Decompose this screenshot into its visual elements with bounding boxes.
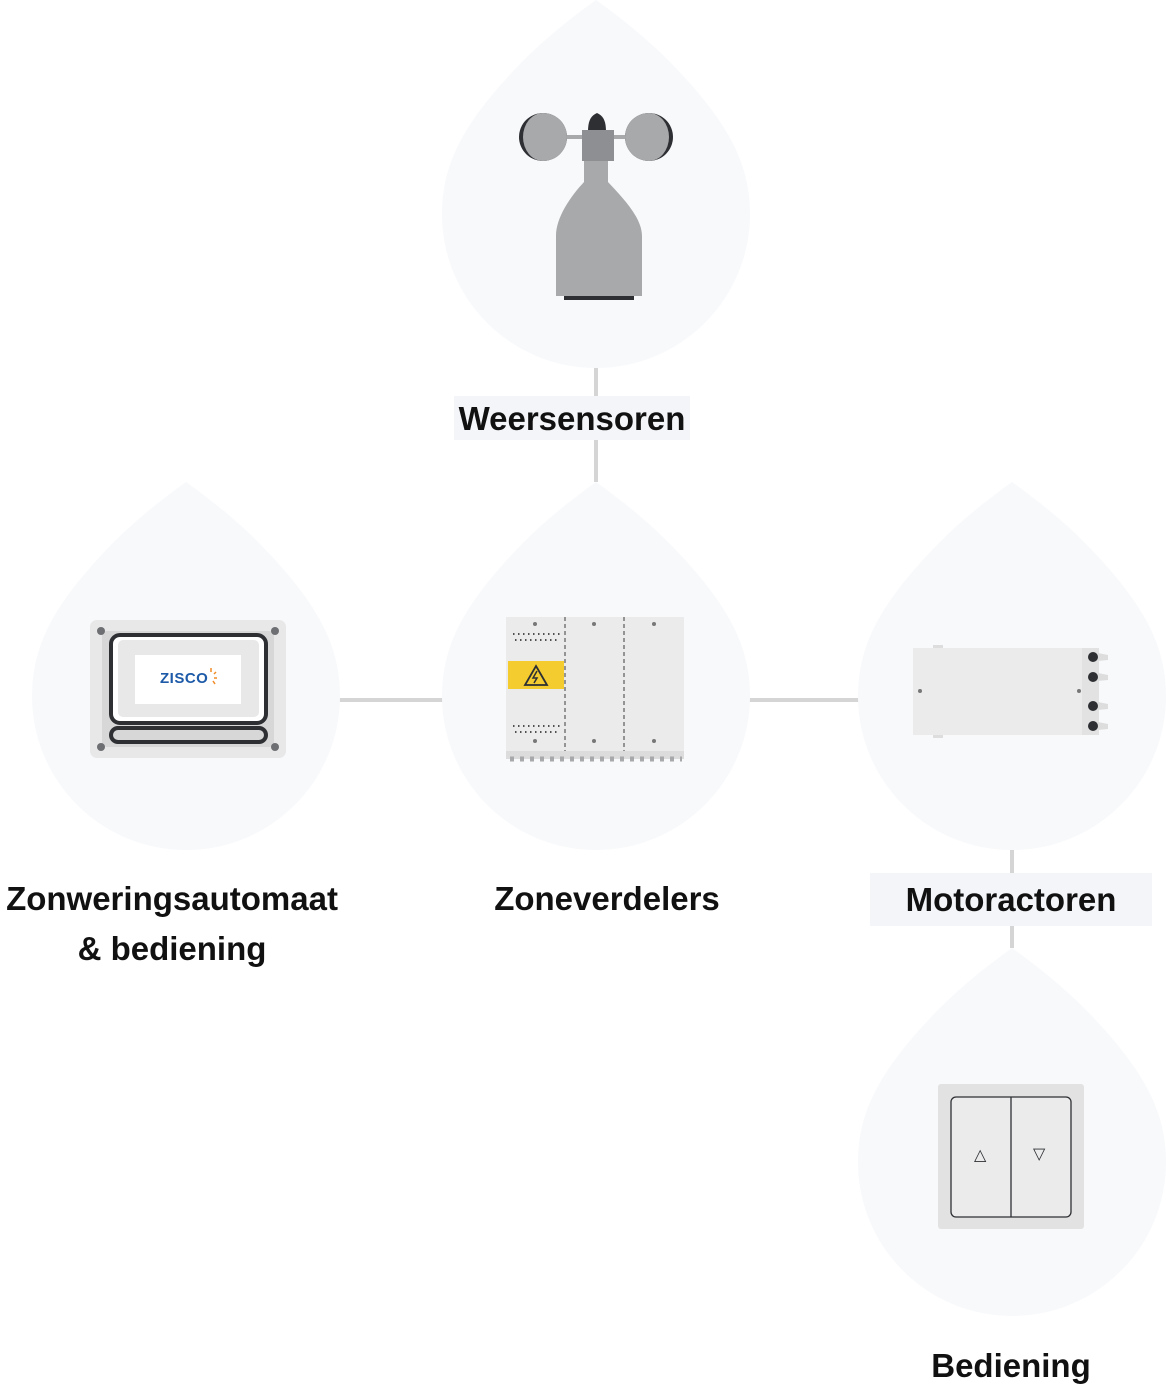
switch-icon: △ ▽ [938,1084,1084,1229]
connector-motoractoren-top [1010,846,1014,874]
up-arrow-icon: △ [974,1145,987,1164]
motor-actuator-icon [912,645,1112,739]
connector-right [749,698,859,702]
sun-icon [204,667,218,685]
weersensoren-label: Weersensoren [454,396,690,440]
connector-left [339,698,443,702]
down-arrow-icon: ▽ [1033,1144,1046,1163]
bediening-label: Bediening [931,1347,1091,1384]
zoneverdelers-label: Zoneverdelers [494,880,720,917]
anemometer-icon [518,108,674,302]
zonweringsautomaat-label-line2: & bediening [77,930,267,967]
zonweringsautomaat-label-line1: Zonweringsautomaat [6,880,338,917]
connector-weersensoren-top [594,365,598,397]
screen-brand-logo: ZISCO [160,670,209,687]
connector-motoractoren-bottom [1010,926,1014,948]
motoractoren-label: Motoractoren [870,873,1152,926]
distribution-cabinet-icon [506,617,684,766]
control-panel-icon: ZISCO [90,620,286,758]
connector-weersensoren-bottom [594,440,598,482]
